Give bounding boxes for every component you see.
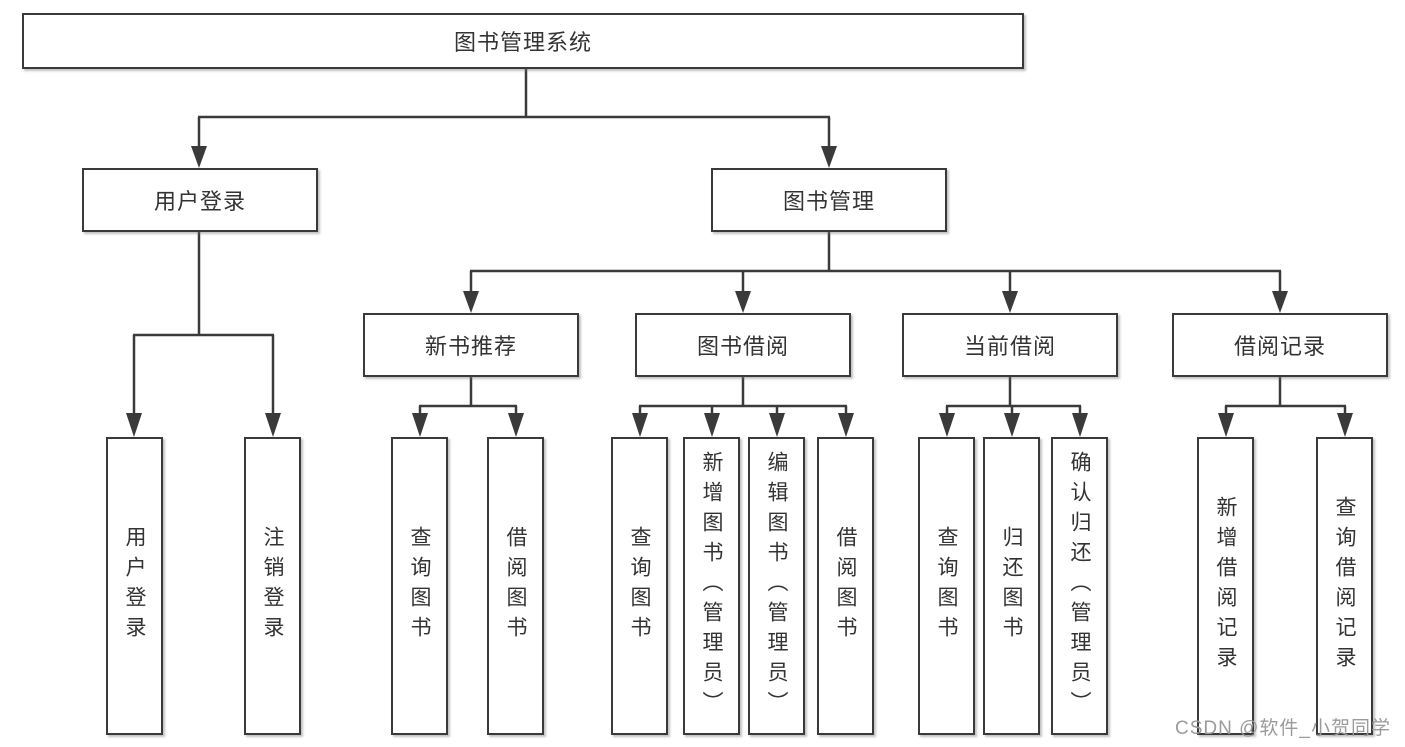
node-new-book-recommend: 新书推荐 [363, 313, 579, 377]
arrow-down-icons [126, 146, 1353, 437]
leaf-current-return-book: 归还图书 [983, 437, 1040, 735]
leaf-borrow-borrow-book: 借阅图书 [817, 437, 874, 735]
node-user-login: 用户登录 [82, 168, 318, 232]
leaf-logout-login: 注销登录 [244, 437, 301, 735]
leaf-records-add-record: 新增借阅记录 [1197, 437, 1254, 735]
leaf-current-confirm-return-admin: 确认归还（管理员） [1051, 437, 1108, 735]
leaf-current-query-book: 查询图书 [918, 437, 975, 735]
leaf-newbooks-borrow-book: 借阅图书 [487, 437, 544, 735]
node-book-borrow: 图书借阅 [635, 313, 851, 377]
node-borrow-records: 借阅记录 [1172, 313, 1388, 377]
node-current-borrow: 当前借阅 [902, 313, 1118, 377]
node-book-management: 图书管理 [711, 168, 947, 232]
leaf-borrow-edit-book-admin: 编辑图书（管理员） [748, 437, 805, 735]
leaf-borrow-query-book: 查询图书 [611, 437, 668, 735]
leaf-records-query-record: 查询借阅记录 [1316, 437, 1373, 735]
watermark: CSDN @软件_小贺同学 [1175, 718, 1391, 739]
leaf-user-login: 用户登录 [106, 437, 163, 735]
node-library-system: 图书管理系统 [22, 13, 1024, 69]
leaf-newbooks-query-book: 查询图书 [391, 437, 448, 735]
leaf-borrow-add-book-admin: 新增图书（管理员） [683, 437, 740, 735]
